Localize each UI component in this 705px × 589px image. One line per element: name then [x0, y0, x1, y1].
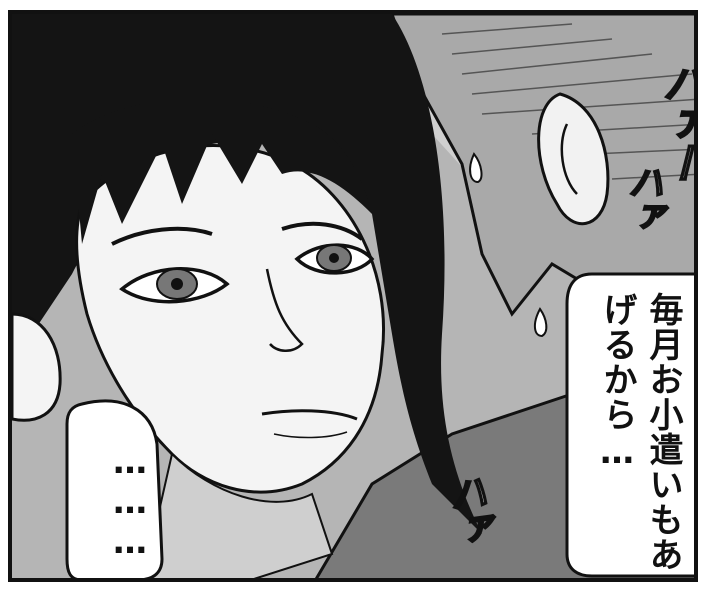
man-ear [537, 92, 610, 226]
sweat-drop-icon [534, 307, 548, 338]
woman-neck [142, 452, 334, 578]
woman-left-eye [119, 267, 230, 304]
speech-bubble-main [565, 272, 694, 578]
woman-mouth [261, 409, 358, 421]
woman-bangs [72, 98, 372, 244]
man-hair-hatching [441, 23, 694, 180]
woman-right-eye [294, 243, 375, 275]
sfx-panting-lower: ハァ [439, 470, 495, 549]
speech-dots-text: ……… [110, 442, 150, 562]
speech-bubble-dots [65, 399, 164, 578]
panel-artwork [12, 14, 694, 578]
speech-main-text: 毎月お小遣いもあげるから… [594, 292, 686, 578]
woman-ear [12, 312, 62, 422]
manga-panel: 毎月お小遣いもあげるから… ……… ハァー ハァ ハァ [8, 10, 698, 582]
sfx-panting-upper: ハァー [655, 61, 698, 183]
speech-line-2: あげるから… [597, 292, 683, 572]
woman-nose [265, 268, 304, 352]
sfx-panting-middle: ハァ [621, 163, 664, 233]
speech-line-1: 毎月お小遣いも [643, 292, 683, 537]
sweat-drop-icon [469, 152, 483, 184]
